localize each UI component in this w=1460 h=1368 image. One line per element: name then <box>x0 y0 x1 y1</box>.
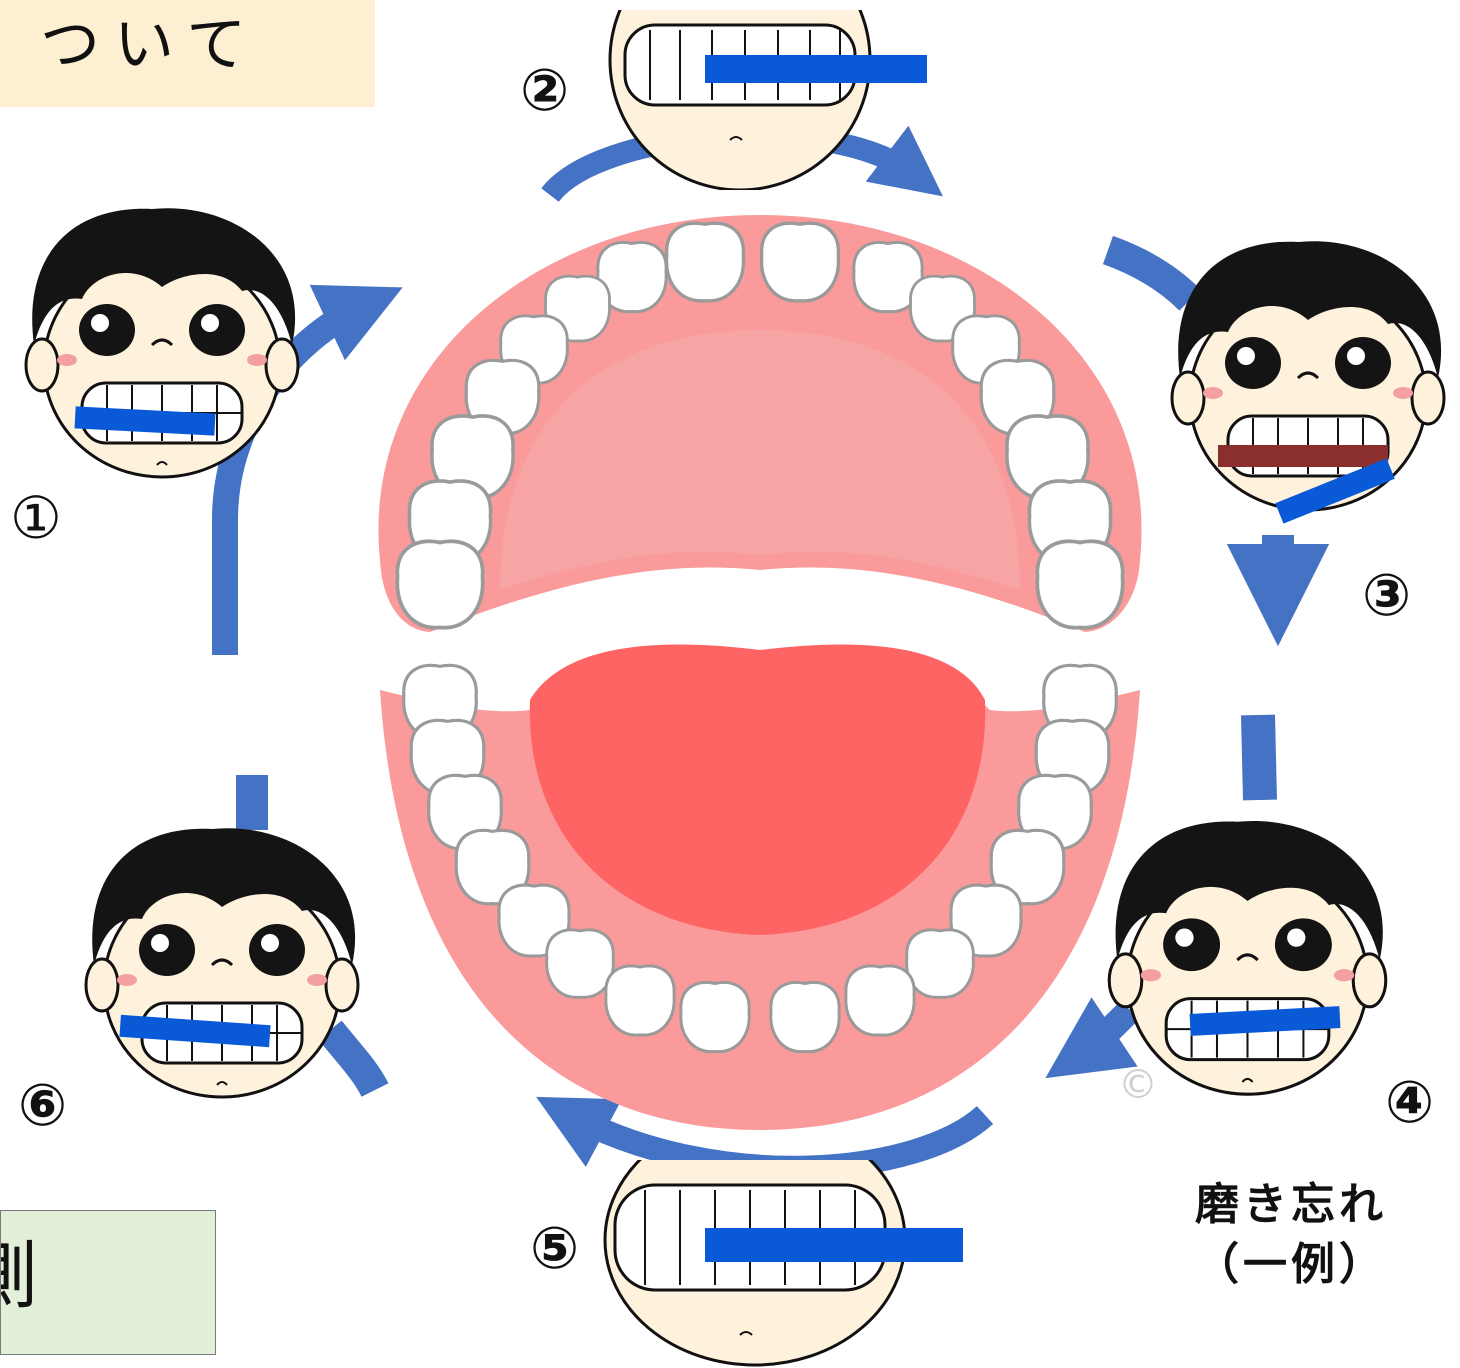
face-step-4 <box>1109 821 1386 1094</box>
arrow-2-to-3 <box>1108 250 1190 300</box>
upper-dental-arch <box>378 215 1141 632</box>
step-label-4: ④ <box>1385 1072 1434 1132</box>
arrow-4-to-5 <box>1080 1010 1130 1055</box>
lower-dental-arch <box>380 644 1140 1130</box>
step-label-3: ③ <box>1362 565 1411 625</box>
caption-line-2: （一例） <box>1195 1235 1387 1295</box>
step-label-2: ② <box>520 60 569 120</box>
caption-line-1: 磨き忘れ <box>1195 1179 1387 1230</box>
step-label-6: ⑥ <box>18 1075 67 1135</box>
face-step-3 <box>1172 241 1444 523</box>
caption: 磨き忘れ （一例） <box>1195 1175 1387 1295</box>
arrow-6-side <box>330 1030 375 1090</box>
heading-top: ついて <box>0 0 375 107</box>
step-label-5: ⑤ <box>530 1218 579 1278</box>
copyright-watermark: © <box>1118 1062 1158 1108</box>
arrow-4-top <box>1258 715 1260 800</box>
face-step-1 <box>26 208 298 477</box>
heading-bottom-text: 側 <box>0 1233 37 1319</box>
heading-bottom: 側 <box>0 1210 216 1355</box>
step-label-1: ① <box>10 488 62 548</box>
face-step-6 <box>86 828 358 1097</box>
